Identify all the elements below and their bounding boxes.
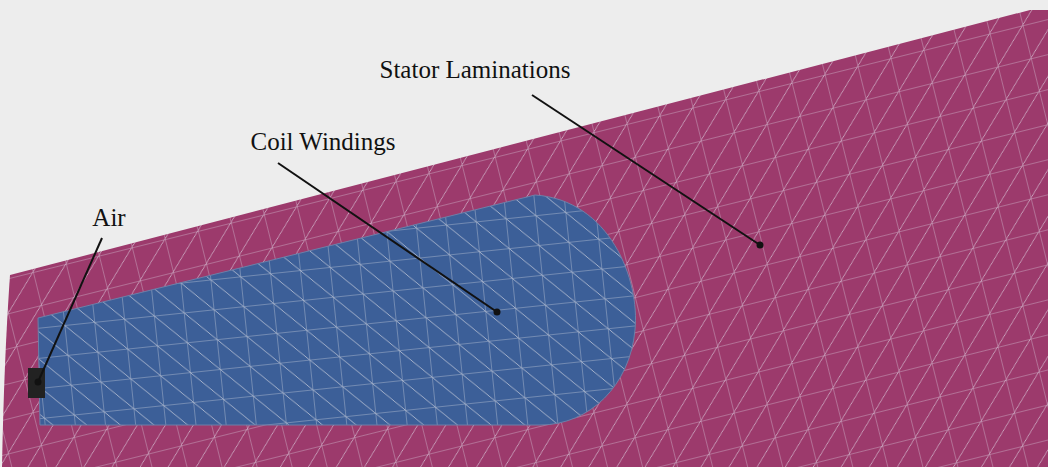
- leader-line: [278, 163, 497, 312]
- part-label: Coil Windings: [250, 128, 395, 156]
- leader-line: [532, 95, 760, 245]
- leader-dot: [757, 242, 764, 249]
- leader-dot: [35, 379, 42, 386]
- coil-region: [38, 195, 636, 425]
- leader-line: [38, 238, 102, 382]
- stator-region: [2, 10, 1048, 467]
- leader-dot: [494, 309, 501, 316]
- part-label: Stator Laminations: [380, 56, 571, 84]
- part-label: Air: [92, 204, 125, 232]
